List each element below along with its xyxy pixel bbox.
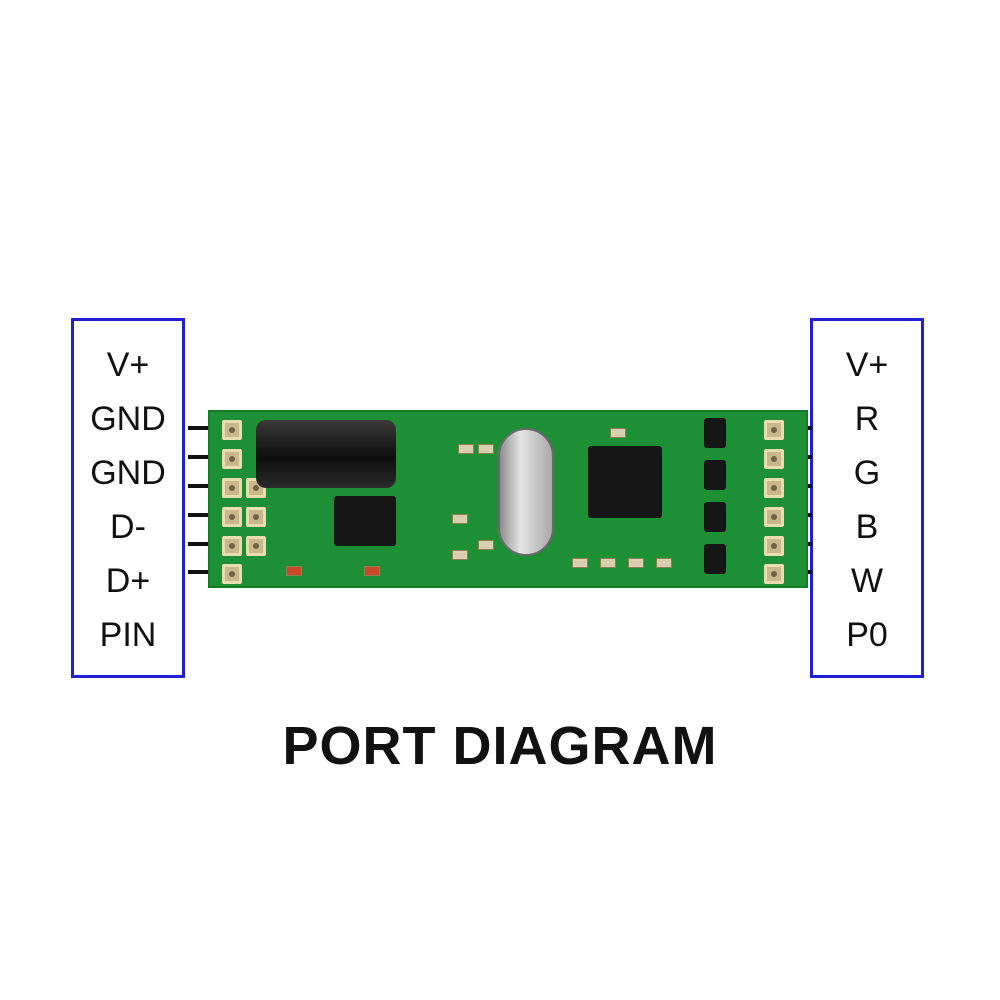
microcontroller-chip xyxy=(588,446,662,518)
electrolytic-capacitor xyxy=(256,420,396,488)
transistor xyxy=(704,418,726,448)
left-solder-pad xyxy=(222,420,242,440)
left-pin-lead xyxy=(188,513,210,517)
right-pin-label: R xyxy=(854,400,880,438)
smd-component xyxy=(364,566,380,576)
left-solder-pad xyxy=(222,564,242,584)
smd-component xyxy=(478,540,494,550)
left-solder-pad xyxy=(222,536,242,556)
diagram-title: PORT DIAGRAM xyxy=(282,716,718,776)
smd-component xyxy=(572,558,588,568)
transistor xyxy=(704,502,726,532)
left-pin-label: GND xyxy=(90,454,166,492)
smd-component xyxy=(458,444,474,454)
smd-component xyxy=(600,558,616,568)
smd-component xyxy=(628,558,644,568)
driver-chip xyxy=(334,496,396,546)
left-pin-lead xyxy=(188,484,210,488)
left-pin-label: D+ xyxy=(105,562,151,600)
left-solder-pad xyxy=(246,507,266,527)
left-pin-label: D- xyxy=(110,508,146,546)
right-pin-label: B xyxy=(855,508,879,546)
left-solder-pad xyxy=(246,536,266,556)
circuit-board xyxy=(208,410,808,588)
right-solder-pad xyxy=(764,478,784,498)
left-solder-pad xyxy=(222,507,242,527)
right-solder-pad xyxy=(764,564,784,584)
left-pin-lead xyxy=(188,455,210,459)
transistor xyxy=(704,544,726,574)
right-solder-pad xyxy=(764,420,784,440)
smd-component xyxy=(452,514,468,524)
right-solder-pad xyxy=(764,449,784,469)
left-pin-lead xyxy=(188,570,210,574)
right-pin-label: V+ xyxy=(845,346,889,384)
right-pin-label: W xyxy=(850,562,884,600)
left-pin-lead xyxy=(188,426,210,430)
smd-component xyxy=(452,550,468,560)
right-pin-label-box: V+ R G B W P0 xyxy=(810,318,924,678)
left-pin-label: GND xyxy=(90,400,166,438)
right-pin-label: P0 xyxy=(846,616,888,654)
left-solder-pad xyxy=(222,478,242,498)
left-pin-label: V+ xyxy=(106,346,150,384)
left-solder-pad xyxy=(222,449,242,469)
crystal-oscillator xyxy=(498,428,554,556)
right-pin-label: G xyxy=(853,454,881,492)
right-solder-pad xyxy=(764,536,784,556)
left-pin-lead xyxy=(188,542,210,546)
smd-component xyxy=(478,444,494,454)
left-pin-label: PIN xyxy=(99,616,157,654)
transistor xyxy=(704,460,726,490)
smd-component xyxy=(610,428,626,438)
smd-component xyxy=(286,566,302,576)
smd-component xyxy=(656,558,672,568)
left-pin-label-box: V+ GND GND D- D+ PIN xyxy=(71,318,185,678)
right-solder-pad xyxy=(764,507,784,527)
